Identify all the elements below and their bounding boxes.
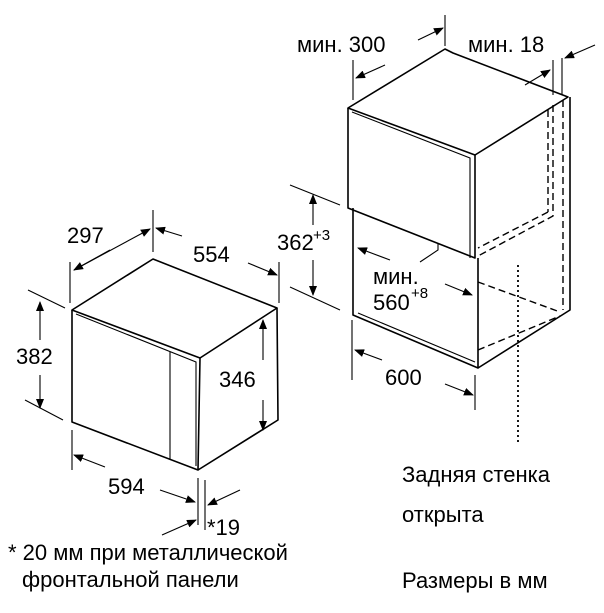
back-wall-note-line2: открыта — [402, 502, 484, 527]
dim-554: 554 — [193, 242, 230, 267]
dim-560: 560 — [373, 290, 410, 315]
dim-346: 346 — [219, 367, 256, 392]
dim-min-label: мин. — [373, 264, 419, 289]
dim-362-tolerance: +3 — [313, 227, 330, 244]
notes: Задняя стенка открыта * 20 мм при металл… — [8, 462, 551, 593]
dim-600: 600 — [385, 365, 422, 390]
cabinet-dimensions: мин. 300 мин. 18 362 +3 мин. 560 +8 600 — [277, 15, 596, 410]
footnote-line2: фронтальной панели — [22, 567, 239, 592]
dim-382: 382 — [16, 344, 53, 369]
dim-min-18: мин. 18 — [468, 32, 544, 57]
dim-min-300: мин. 300 — [297, 32, 386, 57]
dim-560-tolerance: +8 — [411, 285, 428, 302]
dim-362: 362 — [277, 230, 314, 255]
microwave-dimensions: 297 554 382 346 594 *19 — [16, 210, 280, 540]
microwave-drawing — [71, 258, 279, 471]
back-wall-note-line1: Задняя стенка — [402, 462, 551, 487]
dim-297: 297 — [67, 223, 104, 248]
footnote-line1: * 20 мм при металлической — [8, 540, 288, 565]
units-note: Размеры в мм — [402, 568, 548, 593]
cabinet-drawing — [347, 48, 571, 445]
dim-594: 594 — [108, 474, 145, 499]
dim-19: *19 — [207, 515, 240, 540]
